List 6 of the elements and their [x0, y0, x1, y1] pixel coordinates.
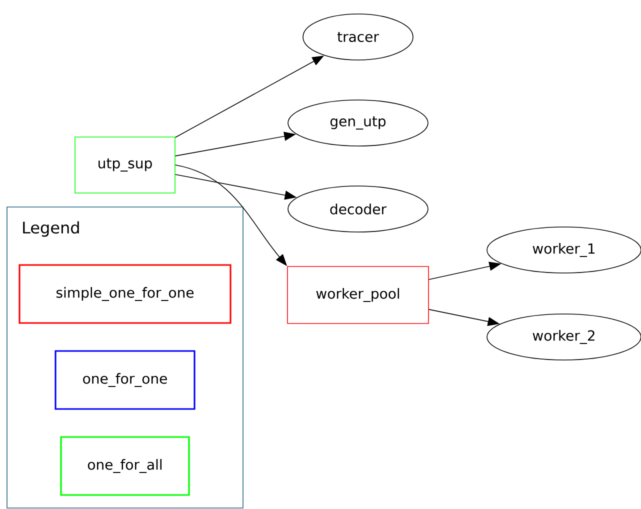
legend-box: one_for_all — [60, 436, 190, 496]
legend-box: simple_one_for_one — [18, 264, 232, 324]
process-box: utp_sup — [74, 136, 176, 194]
legend-title: Legend — [23, 221, 79, 237]
legend-box: one_for_one — [54, 350, 196, 410]
process-box: worker_pool — [287, 266, 429, 324]
